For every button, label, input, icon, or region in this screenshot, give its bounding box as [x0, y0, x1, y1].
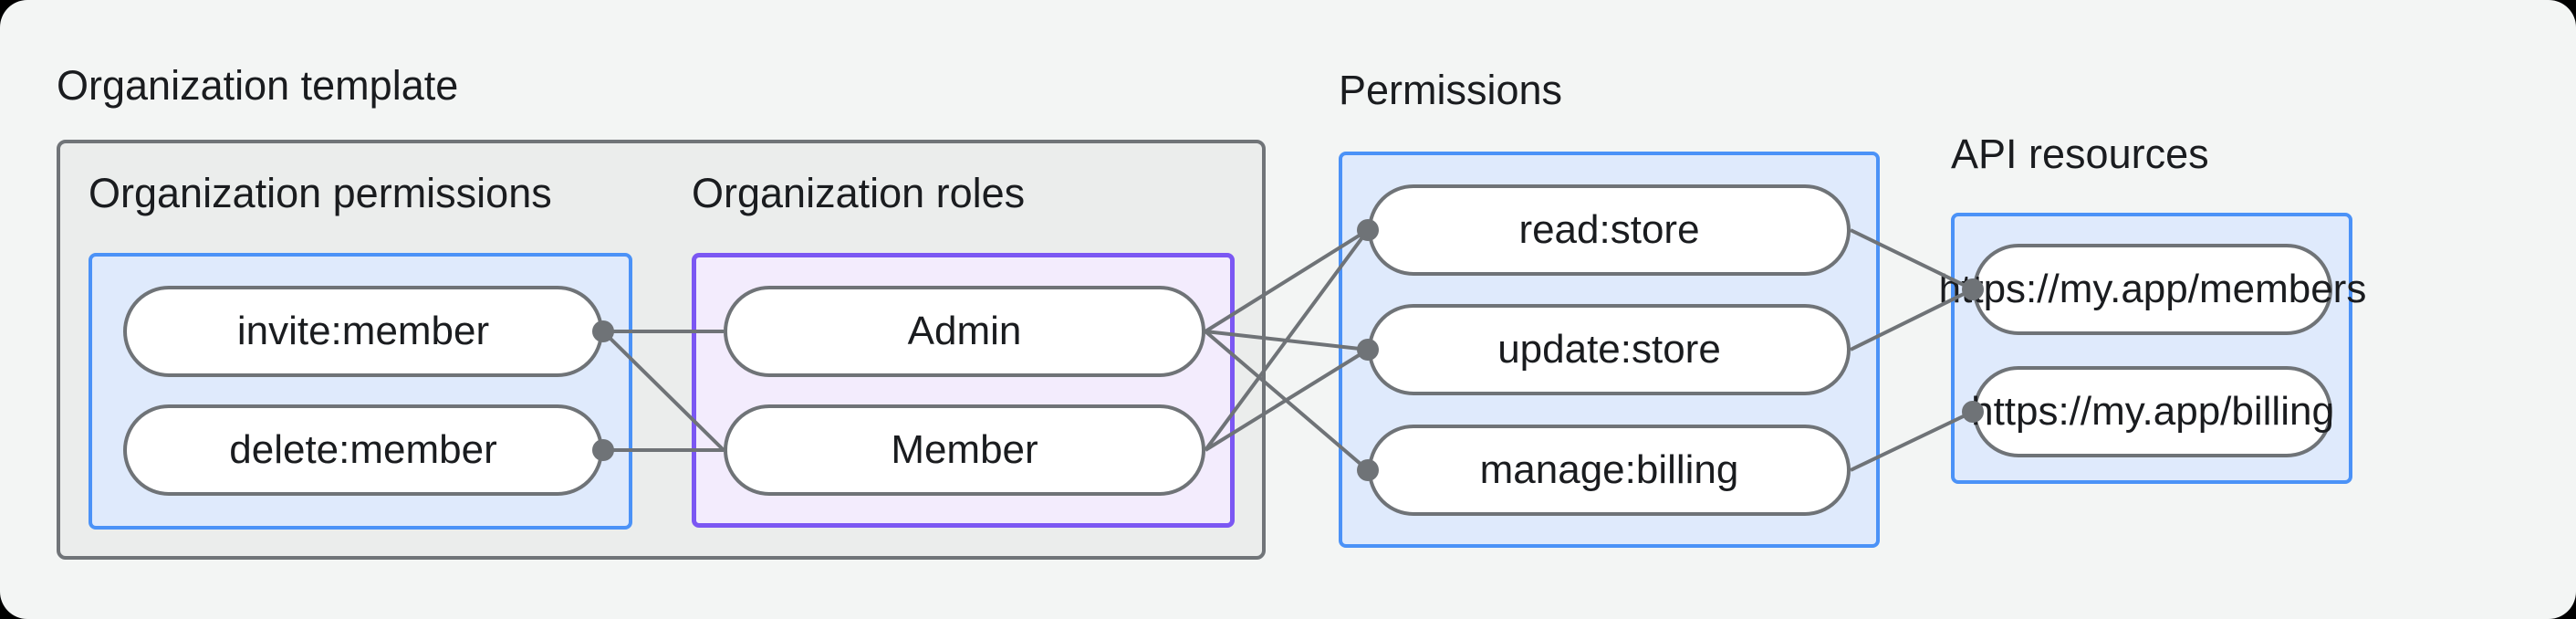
pill-delete-member: delete:member — [123, 404, 603, 496]
pill-api-billing: https://my.app/billing — [1971, 366, 2334, 457]
api-resources-label: API resources — [1951, 131, 2209, 177]
pill-member: Member — [724, 404, 1205, 496]
pill-invite-member: invite:member — [123, 286, 603, 377]
org-permissions-label: Organization permissions — [89, 170, 552, 216]
pill-admin: Admin — [724, 286, 1205, 377]
pill-update-store: update:store — [1368, 304, 1851, 395]
diagram-title: Organization template — [57, 62, 459, 109]
pill-api-members: https://my.app/members — [1939, 244, 2366, 335]
permissions-label: Permissions — [1339, 67, 1563, 113]
pill-read-store: read:store — [1368, 184, 1851, 276]
org-roles-label: Organization roles — [692, 170, 1026, 216]
pill-manage-billing: manage:billing — [1368, 425, 1851, 516]
